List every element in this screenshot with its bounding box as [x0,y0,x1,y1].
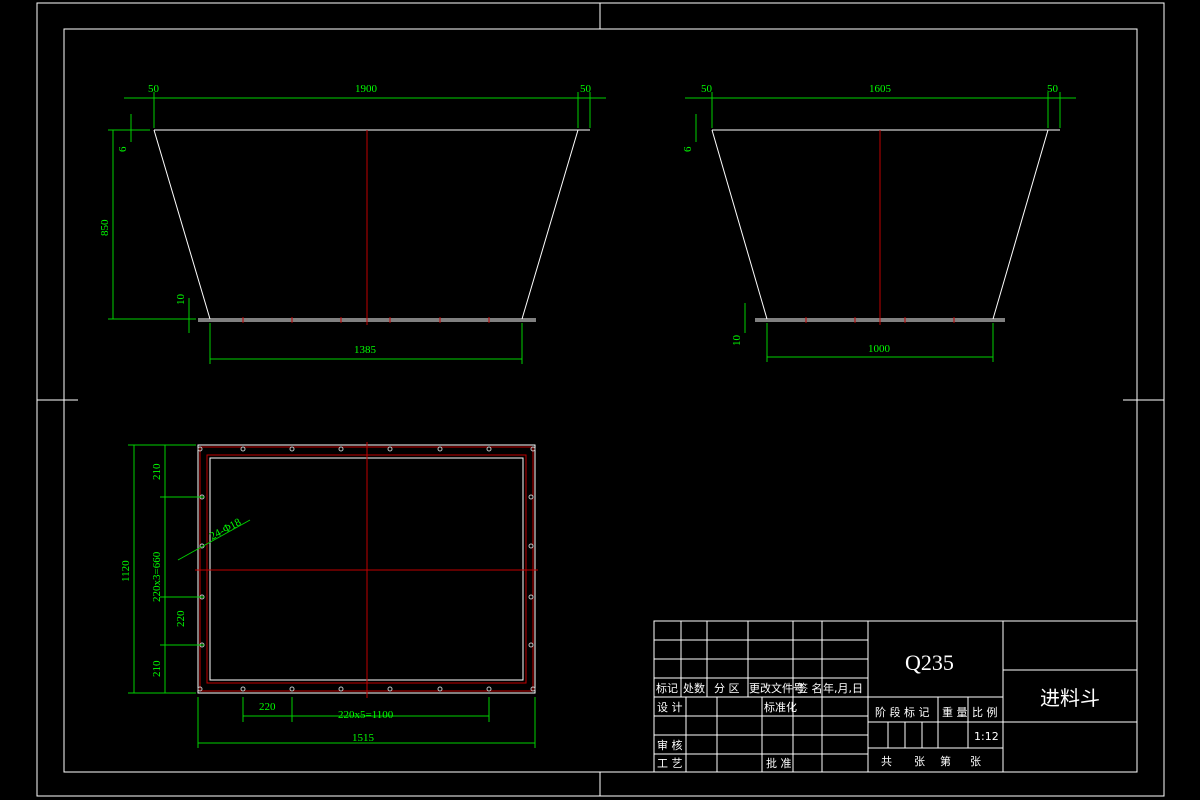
material-text: Q235 [905,650,954,675]
bolt-hole [387,686,393,692]
standardize-label: 标准化 [764,700,797,714]
weight-label: 重 量 [942,705,968,719]
bolt-hole [197,686,203,692]
front-bottom-width-dim: 1385 [354,344,377,356]
front-bottom-thickness-dim: 10 [175,294,187,306]
bolt-hole [289,686,295,692]
plan-bottom-spacing-dim: 210 [151,660,163,677]
header-sign: 签 名 [797,681,823,695]
side-bottom-thickness-dim: 10 [731,335,743,347]
bolt-hole [240,446,246,452]
plan-view: 1120 210 220x3=660 220 210 24-Φ18 220 22… [120,442,538,748]
side-bottom-width-dim: 1000 [868,343,891,355]
header-zone: 分 区 [714,682,740,695]
bolt-hole [530,686,536,692]
front-left-flange-dim: 50 [148,83,160,95]
bolt-hole [338,446,344,452]
plan-overall-height-dim: 1120 [120,560,132,582]
title-block: 标记 处数 分 区 更改文件号 签 名 年,月,日 设 计 标准化 审 核 工 … [653,620,1138,773]
plan-mid-spacing-dim: 220x3=660 [151,551,163,602]
plan-hole-note: 24-Φ18 [208,516,244,543]
bolt-hole [240,686,246,692]
bolt-hole [528,594,534,600]
sheet-total-label: 共 [881,755,892,768]
bolt-hole [486,446,492,452]
plan-top-spacing-dim: 210 [151,463,163,480]
bolt-hole [486,686,492,692]
approve-label: 批 准 [766,756,792,770]
bolt-hole [338,686,344,692]
bolt-hole [387,446,393,452]
bolt-holes [197,446,536,692]
header-change-doc: 更改文件号 [749,681,804,695]
plan-lower-spacing-dim: 220 [175,610,187,627]
process-label: 工 艺 [657,757,683,770]
sheet-border [36,2,1165,797]
header-date: 年,月,日 [823,681,863,695]
front-right-flange-dim: 50 [580,83,592,95]
side-view: 50 1605 50 6 10 1000 [682,83,1076,362]
bolt-hole [528,543,534,549]
sheet-unit-label-2: 张 [970,755,981,768]
bolt-hole [530,446,536,452]
side-right-flange-dim: 50 [1047,83,1059,95]
scale-value: 1:12 [974,730,999,743]
front-top-width-dim: 1900 [355,83,378,95]
bolt-hole [437,446,443,452]
header-count: 处数 [683,682,705,695]
bolt-hole [528,494,534,500]
sheet-unit-label: 张 [914,755,925,768]
side-left-flange-dim: 50 [701,83,713,95]
bolt-hole [197,446,203,452]
bolt-hole [528,642,534,648]
front-view: 50 1900 50 6 850 10 1385 [99,83,606,364]
bolt-hole [437,686,443,692]
side-flange-thickness-dim: 6 [682,146,694,152]
ratio-label: 比 例 [972,705,998,719]
plan-overall-width-dim: 1515 [352,732,375,744]
part-name: 进料斗 [1040,686,1100,710]
sheet-no-label: 第 [940,754,951,768]
header-mark: 标记 [656,681,678,695]
side-top-width-dim: 1605 [869,83,892,95]
plan-pitch-total-dim: 220x5=1100 [338,709,394,721]
review-label: 审 核 [657,738,683,752]
front-flange-thickness-dim: 6 [117,146,129,152]
bolt-hole [289,446,295,452]
stage-mark-label: 阶 段 标 记 [875,705,930,719]
front-height-dim: 850 [99,219,111,236]
design-label: 设 计 [657,701,683,714]
plan-pitch-dim: 220 [259,701,276,713]
